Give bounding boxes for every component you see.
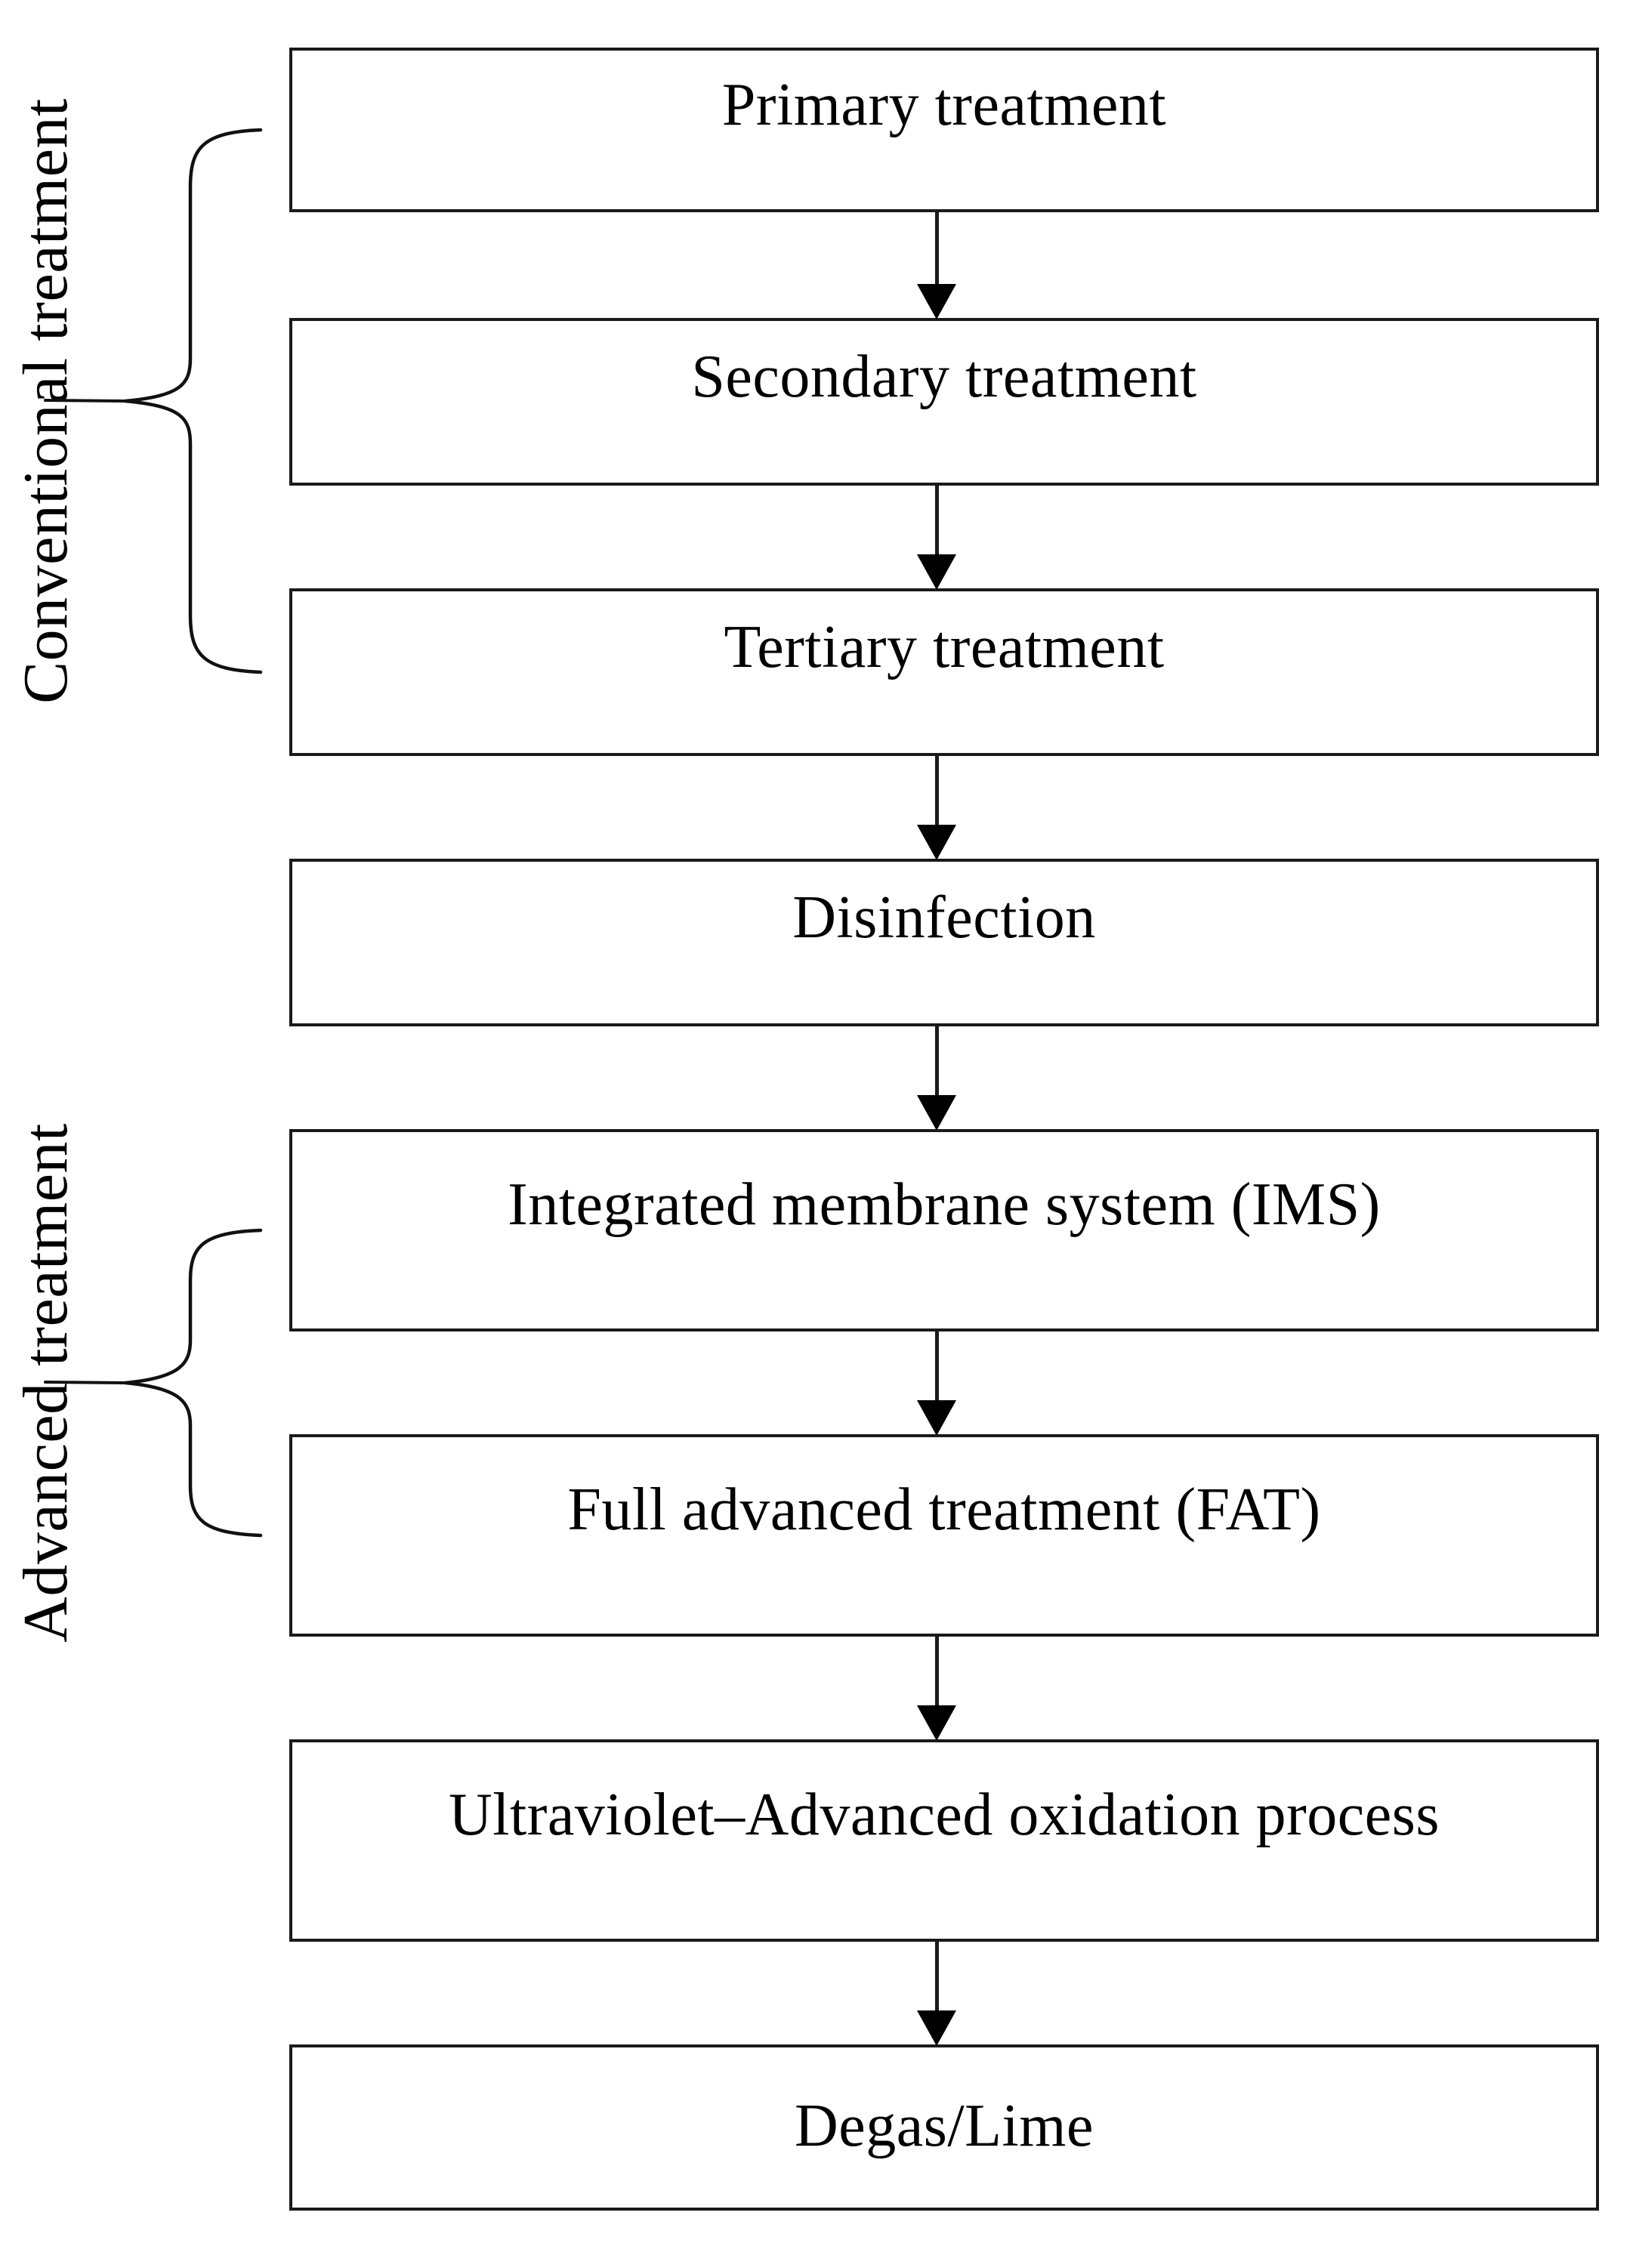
arrow-head-3-to-4 bbox=[917, 1095, 956, 1131]
arrow-stem-6-to-7 bbox=[935, 1942, 939, 2013]
conventional-treatment-brace bbox=[125, 128, 263, 674]
arrow-head-6-to-7 bbox=[917, 2010, 956, 2046]
arrow-stem-5-to-6 bbox=[935, 1637, 939, 1708]
flow-box-tertiary-treatment: Tertiary treatment bbox=[289, 588, 1599, 756]
arrow-head-4-to-5 bbox=[917, 1400, 956, 1436]
flow-box-label: Full advanced treatment (FAT) bbox=[567, 1477, 1321, 1543]
flow-box-label: Disinfection bbox=[792, 884, 1096, 951]
flow-box-disinfection: Disinfection bbox=[289, 859, 1599, 1026]
arrow-head-1-to-2 bbox=[917, 554, 956, 590]
flow-box-label: Primary treatment bbox=[721, 72, 1167, 138]
arrow-stem-0-to-1 bbox=[935, 212, 939, 287]
flow-box-ultraviolet-advanced-oxidation-process: Ultraviolet–Advanced oxidation process bbox=[289, 1739, 1599, 1942]
flow-box-primary-treatment: Primary treatment bbox=[289, 48, 1599, 212]
flow-box-label: Ultraviolet–Advanced oxidation process bbox=[449, 1782, 1440, 1848]
arrow-stem-1-to-2 bbox=[935, 486, 939, 557]
flow-box-integrated-membrane-system-ims: Integrated membrane system (IMS) bbox=[289, 1129, 1599, 1331]
flow-box-label: Integrated membrane system (IMS) bbox=[508, 1171, 1381, 1238]
flow-box-label: Secondary treatment bbox=[691, 344, 1197, 410]
flow-box-secondary-treatment: Secondary treatment bbox=[289, 318, 1599, 486]
arrow-head-5-to-6 bbox=[917, 1705, 956, 1741]
arrow-stem-2-to-3 bbox=[935, 756, 939, 828]
group-label-advanced-treatment: Advanced treatment bbox=[10, 1123, 81, 1643]
flow-box-degas-lime: Degas/Lime bbox=[289, 2044, 1599, 2211]
flow-box-label: Tertiary treatment bbox=[724, 614, 1165, 680]
arrow-head-2-to-3 bbox=[917, 825, 956, 860]
arrow-stem-3-to-4 bbox=[935, 1026, 939, 1098]
flow-box-full-advanced-treatment-fat: Full advanced treatment (FAT) bbox=[289, 1434, 1599, 1637]
flow-box-label: Degas/Lime bbox=[795, 2093, 1094, 2159]
group-label-conventional-treatment: Conventional treatment bbox=[10, 98, 81, 704]
advanced-treatment-brace bbox=[125, 1228, 263, 1538]
arrow-stem-4-to-5 bbox=[935, 1331, 939, 1403]
arrow-head-0-to-1 bbox=[917, 284, 956, 319]
